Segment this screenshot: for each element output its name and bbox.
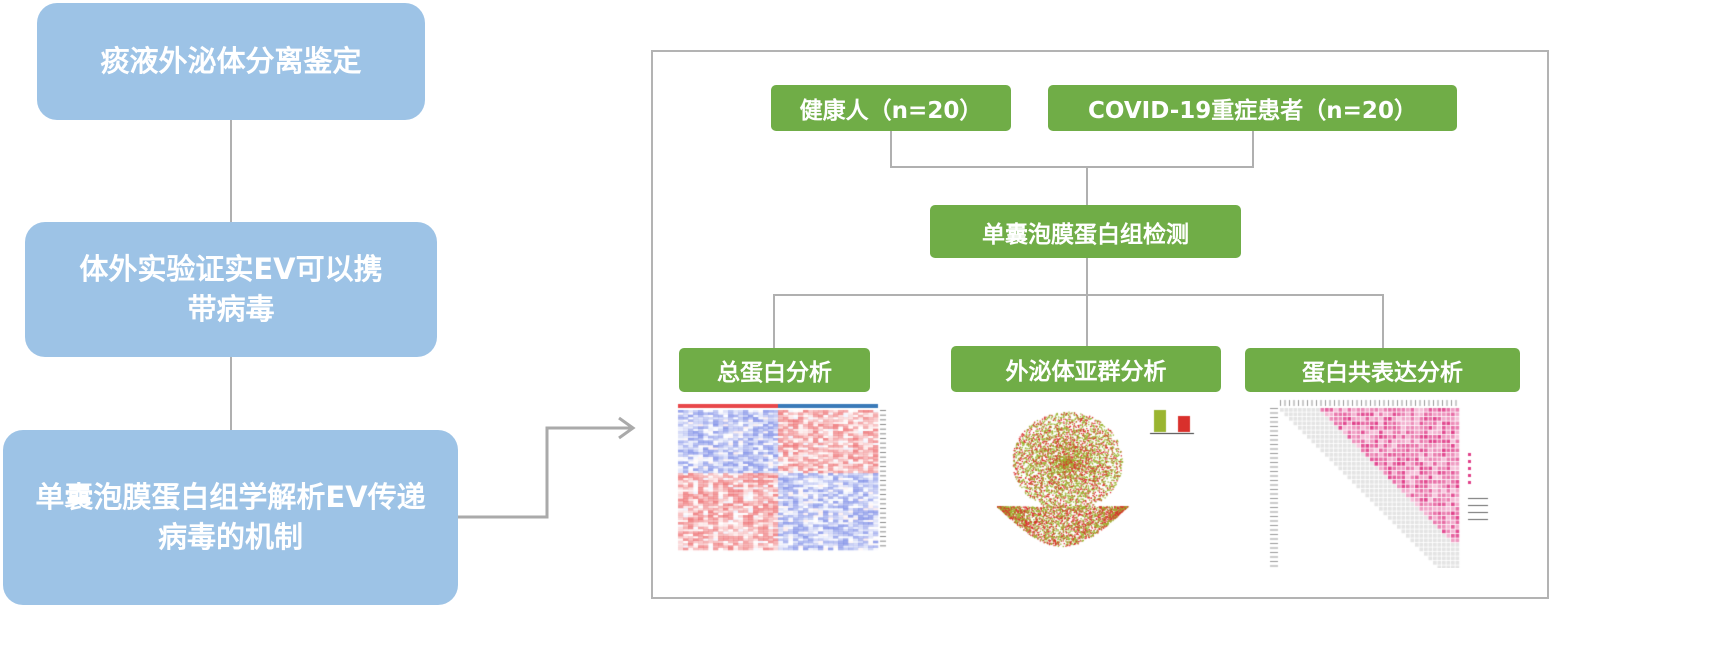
step-3-label: 单囊泡膜蛋白组学解析EV传递病毒的机制 — [35, 480, 426, 554]
connector-line — [1086, 166, 1088, 205]
group-covid-box: COVID-19重症患者（n=20） — [1048, 85, 1457, 131]
analysis-total-protein-box: 总蛋白分析 — [679, 348, 870, 392]
connector-line — [890, 131, 892, 167]
step-1-label: 痰液外泌体分离鉴定 — [100, 43, 362, 78]
umap-thumbnail — [982, 396, 1197, 556]
connector-line — [1382, 294, 1384, 348]
connector-line — [230, 357, 232, 430]
group-healthy-label: 健康人（n=20） — [799, 98, 983, 124]
heatmap-thumbnail — [668, 398, 890, 560]
group-healthy-box: 健康人（n=20） — [771, 85, 1011, 131]
connector-line — [1086, 294, 1088, 346]
step-2-box: 体外实验证实EV可以携带病毒 — [25, 222, 437, 357]
analysis-panel — [651, 50, 1549, 599]
step-3-box: 单囊泡膜蛋白组学解析EV传递病毒的机制 — [3, 430, 458, 605]
analysis-label: 蛋白共表达分析 — [1302, 360, 1463, 386]
step-1-box: 痰液外泌体分离鉴定 — [37, 3, 425, 120]
group-covid-label: COVID-19重症患者（n=20） — [1088, 98, 1417, 124]
method-box: 单囊泡膜蛋白组检测 — [930, 205, 1241, 258]
step-2-label: 体外实验证实EV可以携带病毒 — [79, 252, 383, 326]
arrow-connector — [458, 416, 636, 519]
connector-line — [890, 166, 1254, 168]
connector-line — [1252, 131, 1254, 167]
connector-line — [230, 120, 232, 222]
connector-line — [773, 294, 1384, 296]
correlation-thumbnail — [1268, 398, 1508, 568]
analysis-exosome-subgroup-box: 外泌体亚群分析 — [951, 346, 1221, 392]
analysis-coexpression-box: 蛋白共表达分析 — [1245, 348, 1520, 392]
method-label: 单囊泡膜蛋白组检测 — [982, 221, 1189, 248]
analysis-label: 总蛋白分析 — [717, 360, 832, 386]
connector-line — [773, 294, 775, 348]
analysis-label: 外泌体亚群分析 — [1005, 359, 1167, 385]
connector-line — [1086, 258, 1088, 295]
